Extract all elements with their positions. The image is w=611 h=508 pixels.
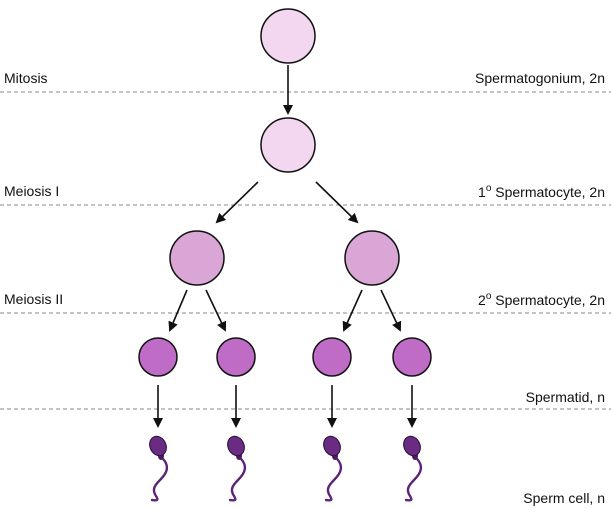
- sperm-tail: [150, 454, 169, 502]
- sperm-tail: [228, 454, 247, 502]
- spermatid-cell-1: [138, 337, 178, 377]
- arrow-meiosis2-2: [205, 289, 227, 332]
- arrow-meiosis2-3: [342, 289, 363, 332]
- label-primary-spermatocyte: 1o Spermatocyte, 2n: [478, 183, 605, 200]
- label-sperm-cell: Sperm cell, n: [523, 490, 605, 506]
- sperm-head: [323, 435, 341, 457]
- sperm-tail: [404, 454, 423, 502]
- spermatid-cell-2: [216, 337, 256, 377]
- secondary-spermatocyte-cell-right: [344, 230, 400, 286]
- secondary-spermatocyte-cell-left: [169, 230, 225, 286]
- arrow-meiosis2-1: [168, 289, 188, 332]
- label-spermatogonium: Spermatogonium, 2n: [475, 70, 605, 86]
- label-meiosis-2: Meiosis II: [4, 291, 64, 307]
- sperm-tail: [324, 454, 343, 502]
- label-meiosis-1: Meiosis I: [4, 183, 60, 199]
- label-spermatid: Spermatid, n: [525, 389, 605, 405]
- sperm-head: [227, 435, 245, 457]
- spermatid-cell-4: [392, 337, 432, 377]
- primary-spermatocyte-cell: [260, 117, 316, 173]
- spermatid-cell-3: [312, 337, 352, 377]
- spermatogonium-cell: [260, 8, 316, 64]
- label-mitosis: Mitosis: [4, 70, 48, 86]
- sperm-cell-4: [403, 435, 423, 502]
- arrow-meiosis1-left: [215, 181, 259, 224]
- sperm-cell-1: [149, 435, 169, 502]
- sperm-head: [149, 435, 167, 457]
- sperm-cell-2: [227, 435, 247, 502]
- arrow-meiosis2-4: [380, 289, 402, 332]
- arrow-meiosis1-right: [315, 181, 359, 224]
- sperm-cell-3: [323, 435, 343, 502]
- label-secondary-spermatocyte: 2o Spermatocyte, 2n: [478, 291, 605, 308]
- sperm-head: [403, 435, 421, 457]
